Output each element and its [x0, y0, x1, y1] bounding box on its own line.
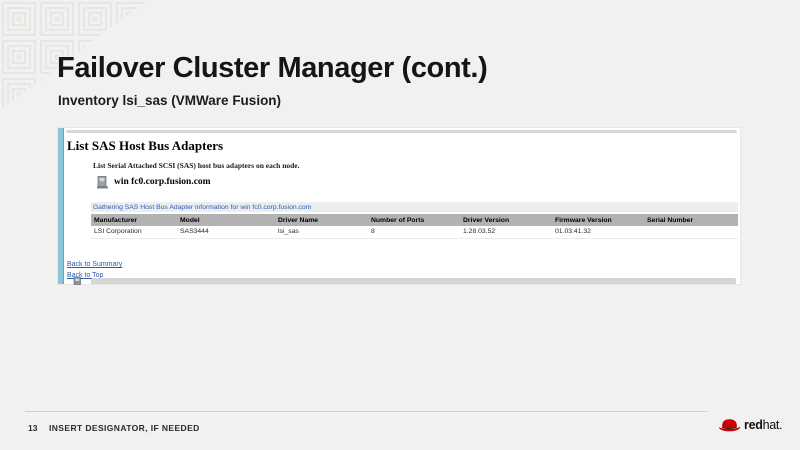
cell-number-of-ports: 8 — [368, 226, 460, 239]
slide-title: Failover Cluster Manager (cont.) — [57, 52, 488, 84]
report-description: List Serial Attached SCSI (SAS) host bus… — [93, 161, 300, 170]
column-header-serial-number: Serial Number — [644, 214, 738, 226]
status-bar: Gathering SAS Host Bus Adapter informati… — [91, 202, 738, 212]
report-screenshot: List SAS Host Bus Adapters List Serial A… — [57, 127, 741, 285]
next-node-computer-icon — [73, 277, 81, 285]
node-name: win fc0.corp.fusion.com — [114, 177, 211, 187]
footer-designator: INSERT DESIGNATOR, IF NEEDED — [49, 423, 200, 433]
redhat-logo: redhat. — [718, 417, 783, 433]
column-header-model: Model — [177, 214, 275, 226]
column-header-manufacturer: Manufacturer — [91, 214, 177, 226]
cell-firmware-version: 01.03.41.32 — [552, 226, 644, 239]
report-top-divider — [66, 130, 737, 133]
table-header-row: Manufacturer Model Driver Name Number of… — [91, 214, 738, 226]
report-heading: List SAS Host Bus Adapters — [67, 138, 224, 153]
slide-subtitle: Inventory lsi_sas (VMWare Fusion) — [58, 93, 282, 108]
redhat-hat-icon — [719, 419, 741, 432]
cell-driver-version: 1.28.03.52 — [460, 226, 552, 239]
cell-driver-name: lsi_sas — [275, 226, 368, 239]
next-section-bar — [91, 278, 736, 284]
column-header-firmware-version: Firmware Version — [552, 214, 644, 226]
node-row: win fc0.corp.fusion.com — [97, 175, 211, 189]
back-to-summary-link[interactable]: Back to Summary — [67, 261, 123, 268]
cell-manufacturer: LSI Corporation — [91, 226, 177, 239]
cell-model: SAS3444 — [177, 226, 275, 239]
status-text: Gathering SAS Host Bus Adapter informati… — [93, 203, 312, 211]
hba-table: Manufacturer Model Driver Name Number of… — [91, 214, 738, 239]
column-header-driver-name: Driver Name — [275, 214, 368, 226]
column-header-number-of-ports: Number of Ports — [368, 214, 460, 226]
report-left-accent-bar — [58, 128, 64, 284]
redhat-wordmark: redhat. — [744, 418, 783, 432]
back-to-top-link[interactable]: Back to Top — [67, 272, 104, 279]
cell-serial-number — [644, 226, 738, 239]
column-header-driver-version: Driver Version — [460, 214, 552, 226]
page-number: 13 — [28, 423, 38, 433]
footer-divider — [25, 411, 708, 412]
table-row: LSI Corporation SAS3444 lsi_sas 8 1.28.0… — [91, 226, 738, 239]
corner-pattern — [0, 0, 148, 110]
computer-icon — [97, 175, 108, 188]
